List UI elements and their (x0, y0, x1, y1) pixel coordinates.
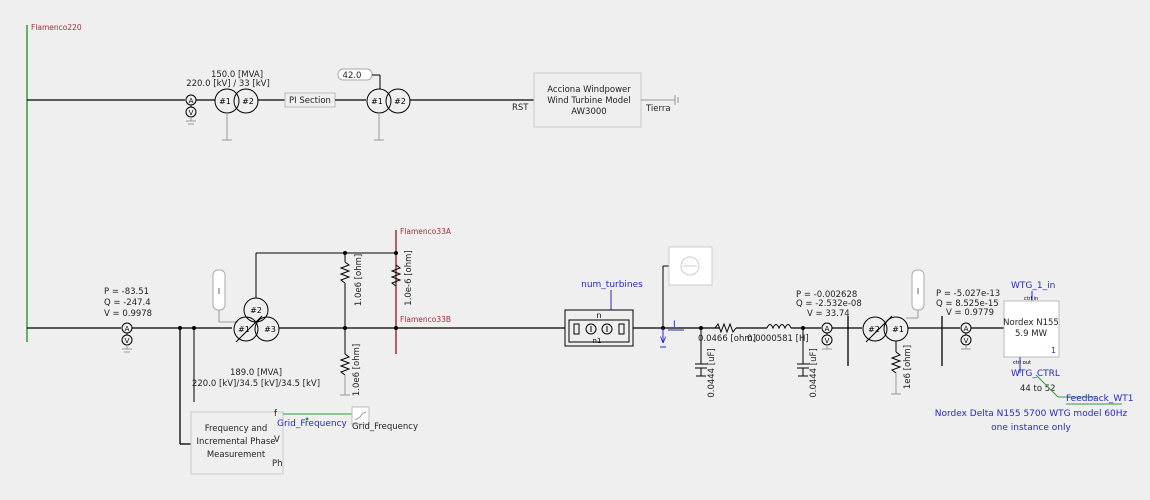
svg-text:ctrl out: ctrl out (1013, 360, 1031, 366)
voltage-label: V (660, 336, 667, 346)
svg-text:n1: n1 (593, 337, 602, 345)
meter1-v: V = 0.9978 (104, 309, 152, 319)
wtg-transformer[interactable]: #2 #1 (862, 315, 909, 343)
transformer-150mva[interactable]: 150.0 [MVA] 220.0 [kV] / 33 [kV] #1 #2 (186, 70, 270, 141)
meter1-q: Q = -247.4 (104, 298, 151, 308)
capacitor-1[interactable]: 0.0444 [uF] (695, 328, 717, 398)
bus-label-flamenco220: Flamenco220 (31, 23, 82, 32)
r3-label: 1.0e6 [ohm] (352, 344, 362, 396)
pi-section[interactable]: PI Section (284, 92, 336, 108)
current-label: I (673, 320, 676, 330)
wtg-ground-resistor[interactable]: 1e6 [ohm] (890, 345, 913, 395)
feedback-label: Feedback_WT1 (1066, 394, 1133, 404)
nordex-note1: Nordex Delta N155 5700 WTG model 60Hz (935, 409, 1128, 419)
meter-top[interactable]: A V (185, 94, 197, 125)
bus-label-flamenco33b: Flamenco33B (400, 315, 451, 324)
tx2-value: 42.0 (343, 71, 362, 81)
svg-text:#2: #2 (250, 306, 262, 315)
bus-label-flamenco33a: Flamenco33A (400, 227, 452, 236)
nordex-power: 5.9 MW (1015, 329, 1048, 339)
cap2-label: 0.0444 [uF] (809, 348, 819, 397)
freq-port-ph: Ph (272, 459, 283, 469)
freq-title-1: Frequency and (205, 424, 268, 434)
pi-section-label: PI Section (289, 96, 331, 106)
resistor-r2[interactable]: 1.0e-6 [ohm] (390, 250, 414, 306)
wtg-ctrl-label: WTG_CTRL (1011, 369, 1060, 379)
svg-text:#3: #3 (264, 325, 276, 334)
transformer-variable[interactable]: 42.0 #1 #2 (337, 68, 411, 141)
nordex-turbine-block[interactable]: ctrl in Nordex N155 5.9 MW 1 ctrl out (1003, 296, 1060, 366)
svg-text:#1: #1 (892, 325, 904, 334)
main-feeder: P = -83.51 Q = -247.4 V = 0.9978 A V (27, 227, 1133, 475)
meter1-p: P = -83.51 (104, 287, 149, 297)
svg-text:n: n (596, 311, 601, 320)
turbine-model-line1: Acciona Windpower (547, 85, 631, 95)
svg-text:A: A (825, 325, 830, 333)
top-feeder: A V 150.0 [MVA] 220.0 [kV] / 33 [kV] #1 … (27, 68, 679, 141)
meter2-v: V = 33.74 (807, 309, 850, 319)
svg-text:V: V (825, 337, 830, 345)
svg-text:#2: #2 (394, 97, 406, 106)
r1-label: 1.0e6 [ohm] (354, 254, 364, 306)
svg-text:#1: #1 (371, 97, 383, 106)
svg-text:A: A (964, 325, 969, 333)
tierra-label: Tierra (645, 104, 671, 114)
nordex-note2: one instance only (991, 423, 1071, 433)
meter2-q: Q = -2.532e-08 (796, 299, 862, 309)
capacitor-2[interactable]: 0.0444 [uF] (797, 328, 819, 398)
svg-text:V: V (189, 109, 194, 117)
main-tx-voltages: 220.0 [kV]/34.5 [kV]/34.5 [kV] (192, 379, 320, 389)
meter-3[interactable]: P = -5.027e-13 Q = 8.525e-15 V = 0.9779 … (936, 289, 1000, 350)
series-r-label: 0.0466 [ohm] (698, 334, 756, 344)
main-tx-rating: 189.0 [MVA] (230, 368, 282, 378)
turbine-multiplier-block[interactable]: n n1 (564, 309, 634, 347)
acciona-turbine-block[interactable]: Acciona Windpower Wind Turbine Model AW3… (533, 72, 642, 128)
grid-frequency-signal: Grid_Frequency (277, 419, 348, 429)
freq-title-3: Measurement (207, 450, 266, 460)
ctrl-range-label: 44 to 52 (1020, 384, 1056, 394)
series-inductor[interactable]: 0.0000581 [H] (747, 324, 809, 345)
wtg-r-label: 1e6 [ohm] (903, 345, 913, 389)
svg-text:A: A (189, 97, 194, 105)
svg-text:1: 1 (1051, 346, 1056, 355)
meter2-p: P = -0.002628 (796, 290, 857, 300)
svg-text:A: A (125, 325, 130, 333)
meter3-q: Q = 8.525e-15 (936, 299, 999, 309)
meter3-v: V = 0.9779 (946, 308, 994, 318)
tx1-voltages: 220.0 [kV] / 33 [kV] (186, 79, 270, 89)
nordex-name: Nordex N155 (1003, 318, 1059, 328)
grid-frequency-label: Grid_Frequency (352, 422, 418, 432)
rst-label: RST (512, 103, 529, 113)
svg-text:#1: #1 (238, 325, 250, 334)
svg-text:V: V (964, 337, 969, 345)
meter3-p: P = -5.027e-13 (936, 289, 1000, 299)
svg-text:V: V (125, 337, 130, 345)
resistor-r1[interactable]: 1.0e6 [ohm] (339, 253, 364, 328)
svg-text:#2: #2 (868, 325, 880, 334)
freq-port-f: f (274, 409, 278, 419)
freq-title-2: Incremental Phase (197, 437, 276, 447)
r2-label: 1.0e-6 [ohm] (404, 250, 414, 305)
svg-text:#1: #1 (219, 97, 231, 106)
transformer-3-winding[interactable]: #2 #1 #3 189.0 [MVA] 220.0 [kV]/34.5 [kV… (192, 297, 320, 389)
svg-text:#2: #2 (242, 97, 254, 106)
resistor-r3[interactable]: 1.0e6 [ohm] (339, 328, 362, 396)
series-resistor[interactable]: 0.0466 [ohm] (698, 322, 756, 344)
tx1-rating: 150.0 [MVA] (211, 70, 263, 80)
meter-1[interactable]: P = -83.51 Q = -247.4 V = 0.9978 A V (104, 287, 152, 353)
svg-text:ctrl in: ctrl in (1024, 296, 1038, 302)
cap1-label: 0.0444 [uF] (707, 348, 717, 397)
num-turbines-label: num_turbines (581, 280, 643, 290)
turbine-model-line3: AW3000 (571, 107, 606, 117)
freq-port-v: V (274, 435, 280, 445)
frequency-measurement-block[interactable]: Frequency and Incremental Phase Measurem… (190, 409, 284, 475)
series-l-label: 0.0000581 [H] (747, 334, 809, 344)
meter-2[interactable]: P = -0.002628 Q = -2.532e-08 V = 33.74 A… (796, 290, 862, 350)
turbine-model-line2: Wind Turbine Model (547, 96, 630, 106)
wtg-in-label: WTG_1_in (1011, 281, 1055, 291)
